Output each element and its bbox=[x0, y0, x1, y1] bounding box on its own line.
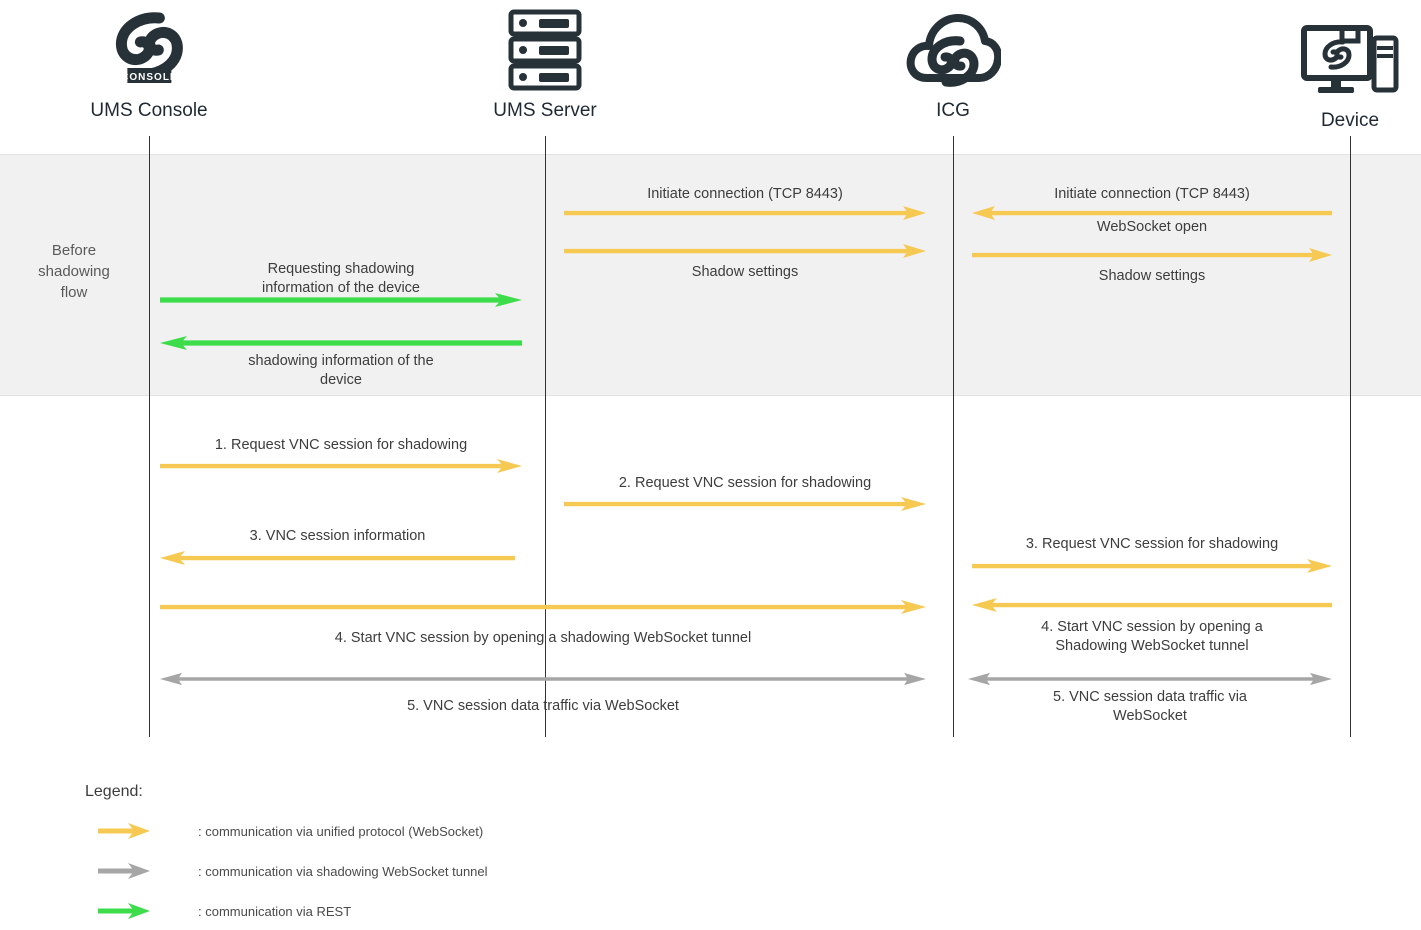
legend-item-rest: : communication via REST bbox=[98, 900, 351, 922]
server-rack-icon bbox=[493, 4, 597, 96]
arrow-right-yellow-icon bbox=[564, 206, 926, 220]
message-label-m9: 2. Request VNC session for shadowing bbox=[618, 475, 872, 491]
phase-label: Before shadowing flow bbox=[38, 242, 110, 301]
legend-text-unified-protocol: : communication via unified protocol (We… bbox=[198, 823, 484, 839]
actor-ums-console[interactable]: CONSOLE UMS Console bbox=[90, 4, 208, 122]
arrow-right-yellow-icon bbox=[564, 497, 926, 511]
actor-icg[interactable]: ICG bbox=[905, 4, 1001, 122]
arrow-bidirectional-gray-icon bbox=[968, 672, 1332, 686]
monitor-desktop-icon bbox=[1298, 14, 1402, 106]
arrow-right-green-icon bbox=[160, 293, 522, 307]
lifeline-device bbox=[1350, 136, 1351, 737]
arrow-right-yellow-icon bbox=[564, 244, 926, 258]
legend-text-rest: : communication via REST bbox=[198, 903, 352, 919]
lifeline-icg bbox=[953, 136, 954, 737]
message-label-m6: Requesting shadowing information of the … bbox=[262, 261, 420, 296]
arrow-green-icon bbox=[98, 903, 150, 919]
phase-band-before-shadowing bbox=[0, 154, 1421, 396]
message-label-m3: WebSocket open bbox=[1096, 219, 1208, 235]
arrow-yellow-icon bbox=[98, 823, 150, 839]
actor-label-ums-server: UMS Server bbox=[493, 100, 597, 121]
legend-text-shadowing-tunnel: : communication via shadowing WebSocket … bbox=[198, 863, 488, 879]
actor-label-ums-console: UMS Console bbox=[90, 100, 208, 121]
legend-item-unified-protocol: : communication via unified protocol (We… bbox=[98, 820, 483, 842]
arrow-right-yellow-icon bbox=[972, 559, 1332, 573]
message-label-m10: 3. VNC session information bbox=[249, 528, 426, 544]
svg-text:CONSOLE: CONSOLE bbox=[121, 72, 177, 83]
actor-device[interactable]: Device bbox=[1298, 14, 1402, 132]
message-label-m7: shadowing information of the device bbox=[248, 353, 434, 388]
message-label-m12: 4. Start VNC session by opening a shadow… bbox=[334, 630, 752, 646]
arrow-left-yellow-icon bbox=[972, 598, 1332, 612]
message-label-m13: 4. Start VNC session by opening a Shadow… bbox=[1041, 619, 1263, 654]
actor-label-device: Device bbox=[1320, 110, 1380, 131]
ums-console-logo-icon: CONSOLE bbox=[90, 4, 207, 96]
legend-title: Legend: bbox=[85, 783, 143, 800]
arrow-left-yellow-icon bbox=[160, 551, 515, 565]
actor-ums-server[interactable]: UMS Server bbox=[493, 4, 597, 122]
arrow-left-yellow-icon bbox=[972, 206, 1332, 220]
actor-label-icg: ICG bbox=[936, 100, 970, 121]
arrow-left-green-icon bbox=[160, 336, 522, 350]
message-label-m5: Shadow settings bbox=[1098, 268, 1206, 284]
message-label-m2: Initiate connection (TCP 8443) bbox=[1054, 186, 1250, 202]
legend-item-shadowing-tunnel: : communication via shadowing WebSocket … bbox=[98, 860, 488, 882]
message-label-m14: 5. VNC session data traffic via WebSocke… bbox=[407, 698, 679, 714]
arrow-right-yellow-icon bbox=[160, 459, 522, 473]
cloud-gateway-icon bbox=[905, 4, 1001, 96]
arrow-right-yellow-icon bbox=[972, 248, 1332, 262]
arrow-bidirectional-gray-icon bbox=[160, 672, 926, 686]
message-label-m15: 5. VNC session data traffic via WebSocke… bbox=[1053, 689, 1247, 724]
arrow-gray-icon bbox=[98, 863, 150, 879]
arrow-right-yellow-icon bbox=[160, 600, 926, 614]
lifeline-ums-server bbox=[545, 136, 546, 737]
message-label-m4: Shadow settings bbox=[691, 264, 799, 280]
message-label-m1: Initiate connection (TCP 8443) bbox=[647, 186, 843, 202]
lifeline-ums-console bbox=[149, 136, 150, 737]
message-label-m11: 3. Request VNC session for shadowing bbox=[1025, 536, 1279, 552]
message-label-m8: 1. Request VNC session for shadowing bbox=[214, 437, 468, 453]
